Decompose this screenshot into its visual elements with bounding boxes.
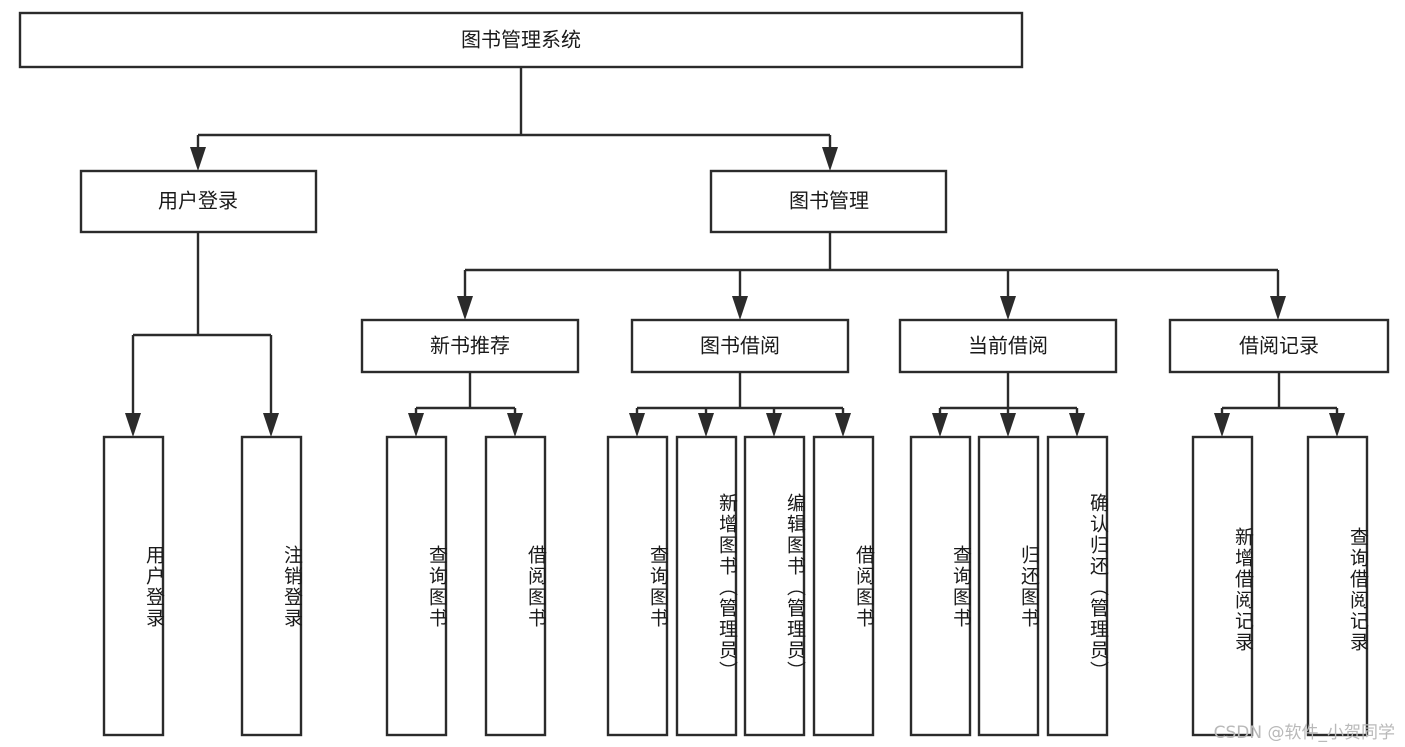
node-leaf-query-record[interactable] bbox=[1306, 435, 1369, 737]
node-leaf-add-book[interactable] bbox=[675, 435, 738, 737]
node-book-borrow-label: 图书借阅 bbox=[700, 334, 780, 358]
arrow-new-book bbox=[457, 296, 473, 320]
node-root[interactable] bbox=[18, 11, 1024, 69]
arrow-leaf-add-book bbox=[698, 413, 714, 437]
node-leaf-return-book[interactable] bbox=[977, 435, 1040, 737]
arrow-leaf-add-record bbox=[1214, 413, 1230, 437]
arrow-leaf-user-login bbox=[125, 413, 141, 437]
node-leaf-confirm-return[interactable] bbox=[1046, 435, 1109, 737]
csdn-watermark: CSDN @软件_小贺同学 bbox=[1213, 723, 1395, 743]
node-leaf-add-record[interactable] bbox=[1191, 435, 1254, 737]
arrow-borrow-record bbox=[1270, 296, 1286, 320]
arrow-leaf-borrow-book-1 bbox=[507, 413, 523, 437]
node-user-login[interactable] bbox=[79, 169, 318, 234]
arrow-leaf-edit-book bbox=[766, 413, 782, 437]
arrow-leaf-borrow-book-2 bbox=[835, 413, 851, 437]
node-leaf-query-book-3[interactable] bbox=[909, 435, 972, 737]
node-leaf-borrow-book-2[interactable] bbox=[812, 435, 875, 737]
arrow-leaf-confirm-return bbox=[1069, 413, 1085, 437]
node-current-borrow-label: 当前借阅 bbox=[968, 334, 1048, 358]
arrow-leaf-query-book-1 bbox=[408, 413, 424, 437]
node-borrow-record[interactable] bbox=[1168, 318, 1390, 374]
arrow-leaf-query-record bbox=[1329, 413, 1345, 437]
arrow-leaf-return-book bbox=[1000, 413, 1016, 437]
node-leaf-query-book-1[interactable] bbox=[385, 435, 448, 737]
node-leaf-query-book-2[interactable] bbox=[606, 435, 669, 737]
arrow-leaf-query-book-3 bbox=[932, 413, 948, 437]
node-book-borrow[interactable] bbox=[630, 318, 850, 374]
arrow-user-login bbox=[190, 147, 206, 171]
connector-layer bbox=[125, 67, 1345, 437]
node-current-borrow[interactable] bbox=[898, 318, 1118, 374]
arrow-book-borrow bbox=[732, 296, 748, 320]
node-borrow-record-label: 借阅记录 bbox=[1239, 334, 1319, 358]
node-new-book-recommend[interactable] bbox=[360, 318, 580, 374]
arrow-book-manage bbox=[822, 147, 838, 171]
node-leaf-edit-book[interactable] bbox=[743, 435, 806, 737]
node-new-book-recommend-label: 新书推荐 bbox=[430, 334, 510, 358]
arrow-leaf-query-book-2 bbox=[629, 413, 645, 437]
node-root-label: 图书管理系统 bbox=[461, 28, 581, 52]
node-leaf-user-logout[interactable] bbox=[240, 435, 303, 737]
node-layer: 图书管理系统 用户登录 图书管理 新书推荐 图书借阅 当前借阅 借阅记录 bbox=[18, 11, 1390, 737]
node-book-manage-label: 图书管理 bbox=[789, 189, 869, 213]
arrow-current-borrow bbox=[1000, 296, 1016, 320]
arrow-leaf-user-logout bbox=[263, 413, 279, 437]
node-leaf-borrow-book-1[interactable] bbox=[484, 435, 547, 737]
node-user-login-label: 用户登录 bbox=[158, 189, 238, 213]
node-leaf-user-login[interactable] bbox=[102, 435, 165, 737]
node-book-manage[interactable] bbox=[709, 169, 948, 234]
